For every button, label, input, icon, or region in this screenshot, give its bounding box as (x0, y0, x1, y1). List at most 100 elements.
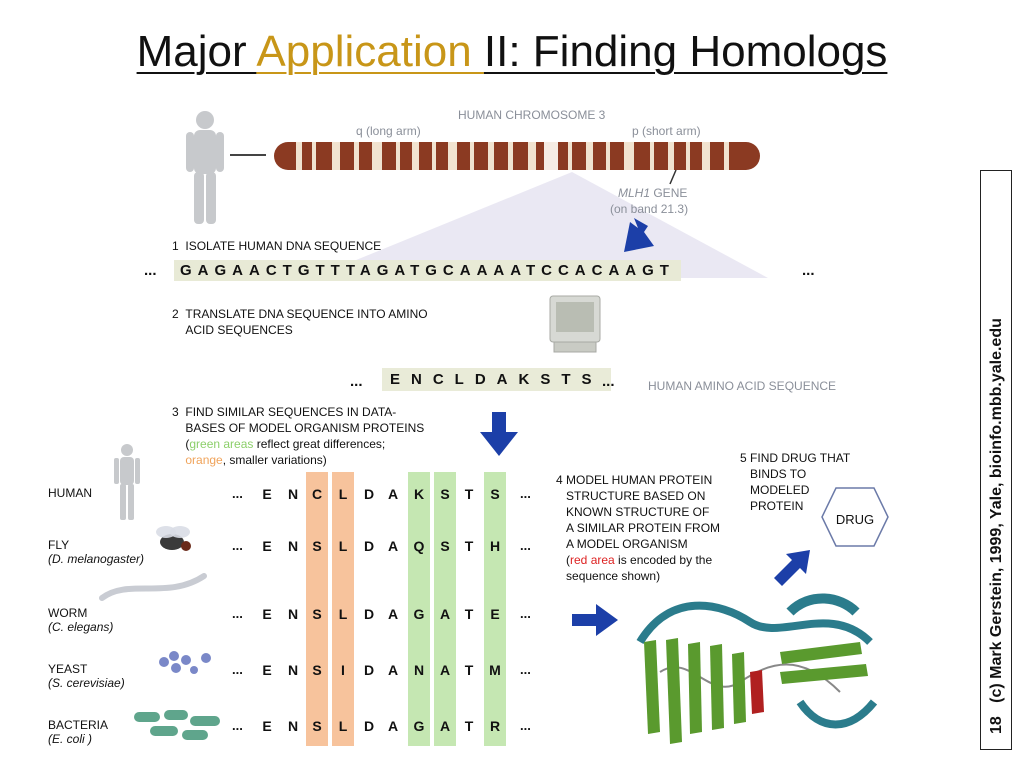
row-left-ellipsis: ... (232, 538, 243, 553)
step2-text: 2 TRANSLATE DNA SEQUENCE INTO AMINO ACID… (172, 306, 428, 338)
organism-species: (D. melanogaster) (48, 552, 145, 566)
homolog-figure: HUMAN CHROMOSOME 3 q (long arm) p (short… (40, 92, 948, 760)
step5-line2: BINDS TO (750, 467, 807, 481)
row-right-ellipsis: ... (520, 606, 531, 621)
step4-line5: A MODEL ORGANISM (566, 537, 688, 551)
slide-number: 18 (988, 716, 1005, 734)
amino-right-ellipsis: ... (602, 373, 615, 390)
arrow-down-icon (624, 218, 654, 252)
worm-icon (99, 573, 207, 601)
chromosome-label: HUMAN CHROMOSOME 3 (458, 108, 606, 122)
step4-line2: STRUCTURE BASED ON (566, 489, 706, 503)
step5-number: 5 (740, 451, 747, 465)
step4-number: 4 (556, 473, 563, 487)
residue-cell: N (287, 662, 299, 678)
amino-left-ellipsis: ... (350, 373, 363, 390)
row-left-ellipsis: ... (232, 486, 243, 501)
residue-cell: D (363, 718, 375, 734)
residue-cell: R (489, 718, 501, 734)
residue-cell: K (413, 486, 425, 502)
organism-name: BACTERIA (48, 718, 109, 732)
title-part3: II: Finding Homologs (483, 27, 888, 76)
organism-label: HUMAN (48, 486, 92, 500)
step2-line2: ACID SEQUENCES (185, 323, 293, 337)
credit-text: 18 (c) Mark Gerstein, 1999, Yale, bioinf… (982, 186, 1012, 734)
organism-label: BACTERIA(E. coli ) (48, 718, 108, 746)
residue-cell: N (413, 662, 425, 678)
residue-cell: A (387, 486, 399, 502)
p-arm-label: p (short arm) (632, 124, 701, 138)
row-right-ellipsis: ... (520, 538, 531, 553)
step2-line1: TRANSLATE DNA SEQUENCE INTO AMINO (185, 307, 428, 321)
residue-cell: T (464, 718, 474, 734)
residue-cell: T (464, 606, 474, 622)
step1-text: 1 ISOLATE HUMAN DNA SEQUENCE (172, 238, 381, 254)
residue-cell: N (287, 606, 299, 622)
residue-cell: E (262, 606, 272, 622)
step4-line6: is encoded by the (614, 553, 713, 567)
step4-line4: A SIMILAR PROTEIN FROM (566, 521, 721, 535)
title-accent-word: Application (256, 27, 484, 76)
connector-line (230, 154, 266, 156)
step4-line7: sequence shown) (566, 569, 661, 583)
title-part1: Major (136, 27, 257, 76)
amino-label: HUMAN AMINO ACID SEQUENCE (648, 379, 837, 393)
residue-cell: A (387, 718, 399, 734)
green-column (484, 472, 506, 746)
residue-cell: S (312, 538, 322, 554)
residue-cell: A (387, 662, 399, 678)
q-arm-label: q (long arm) (356, 124, 421, 138)
step4-red-word: red area (570, 553, 615, 567)
arrow-up-right-icon (774, 550, 810, 586)
step1-label: ISOLATE HUMAN DNA SEQUENCE (185, 239, 382, 253)
dna-sequence: GAGAACTGTTTAGATGCAAAATCCACAAGT (174, 260, 681, 281)
band-label: (on band 21.3) (610, 202, 689, 216)
residue-cell: S (440, 486, 450, 502)
step4-line3: KNOWN STRUCTURE OF (566, 505, 710, 519)
residue-cell: S (312, 606, 322, 622)
residue-cell: D (363, 486, 375, 502)
gene-label: MLH1 GENE (618, 186, 687, 200)
residue-cell: A (439, 718, 451, 734)
orange-column (332, 472, 354, 746)
residue-cell: L (338, 606, 348, 622)
row-left-ellipsis: ... (232, 606, 243, 621)
step3-open: ( (185, 437, 190, 451)
residue-cell: Q (413, 538, 425, 554)
residue-cell: N (287, 486, 299, 502)
residue-cell: E (262, 718, 272, 734)
residue-cell: E (262, 486, 272, 502)
residue-cell: D (363, 606, 375, 622)
residue-cell: S (312, 662, 322, 678)
residue-cell: I (341, 662, 345, 678)
dna-right-ellipsis: ... (802, 262, 815, 279)
gene-name: MLH1 (618, 186, 651, 200)
step3-line1: FIND SIMILAR SEQUENCES IN DATA- (185, 405, 397, 419)
residue-cell: N (287, 538, 299, 554)
residue-cell: S (312, 718, 322, 734)
organism-name: WORM (48, 606, 88, 620)
arrow-down-icon (480, 412, 518, 456)
step5-text: 5 FIND DRUG THAT BINDS TO MODELED PROTEI… (740, 450, 850, 514)
organism-name: YEAST (48, 662, 88, 676)
residue-cell: D (363, 662, 375, 678)
step3-number: 3 (172, 405, 179, 419)
fly-icon (156, 526, 191, 551)
step3-line4: , smaller variations) (222, 453, 327, 467)
human-figure-icon (114, 444, 140, 520)
residue-cell: A (439, 662, 451, 678)
residue-cell: G (413, 718, 425, 734)
organism-species: (C. elegans) (48, 620, 114, 634)
residue-cell: N (287, 718, 299, 734)
residue-cell: E (262, 538, 272, 554)
residue-cell: L (338, 538, 348, 554)
human-silhouette-icon (186, 111, 224, 224)
step3-orange-word: orange (185, 453, 223, 467)
arrow-right-icon (572, 604, 618, 636)
protein-structure-image (636, 593, 878, 744)
amino-sequence: ENCLDAKSTS (382, 368, 611, 391)
drug-hexagon-icon (821, 487, 889, 547)
row-right-ellipsis: ... (520, 718, 531, 733)
residue-cell: T (464, 486, 474, 502)
step4-line1: MODEL HUMAN PROTEIN (566, 473, 713, 487)
